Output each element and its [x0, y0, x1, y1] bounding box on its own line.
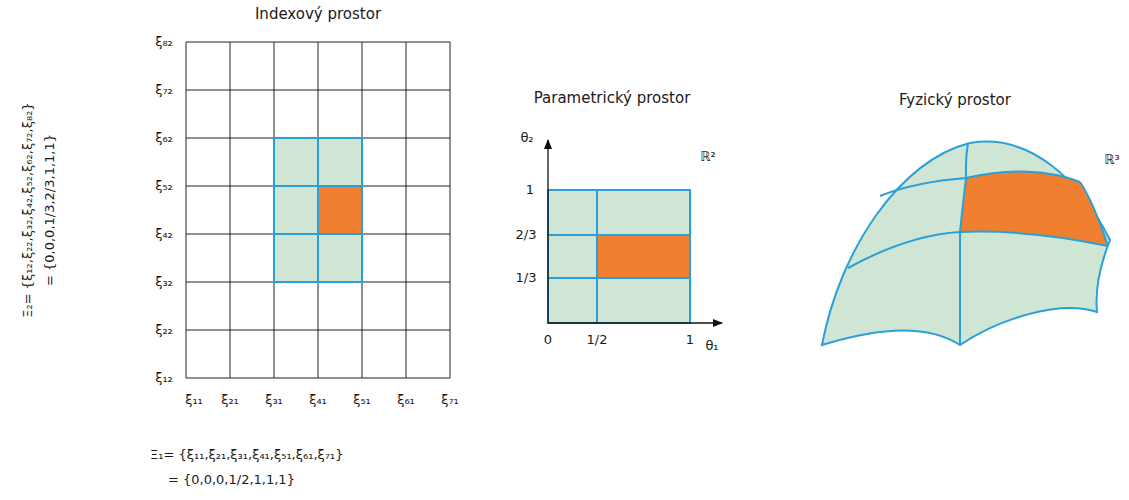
knot-label: ξ₁₂	[155, 370, 173, 386]
knot-label: ξ₄₂	[155, 226, 173, 242]
knot-vector: Ξ₂= {ξ₁₂,ξ₂₂,ξ₃₂,ξ₄₂,ξ₅₂,ξ₆₂,ξ₇₂,ξ₈₂}	[20, 102, 36, 317]
tick-label: 1/2	[587, 332, 608, 348]
grid-line	[230, 42, 231, 378]
parametric-mesh	[548, 190, 690, 323]
support-outline	[274, 138, 362, 282]
knot-label: ξ₁₁	[185, 392, 203, 408]
physical-surface	[822, 142, 1110, 345]
space-symbol: ℝ²	[700, 149, 716, 165]
grid-line	[186, 186, 450, 187]
element-cell	[318, 186, 362, 234]
grid-line	[186, 234, 450, 235]
knot-vector: Ξ₁= {ξ₁₁,ξ₂₁,ξ₃₁,ξ₄₁,ξ₅₁,ξ₆₁,ξ₇₁}	[150, 447, 344, 463]
knot-label: ξ₆₂	[155, 130, 173, 146]
knot-vector: = {0,0,0,1/3,2/3,1,1,1}	[42, 134, 58, 286]
knot-label: ξ₅₂	[155, 178, 173, 194]
grid-line	[450, 42, 451, 378]
axes	[548, 140, 722, 323]
knot-label: ξ₂₂	[155, 322, 173, 338]
grid-line	[318, 42, 319, 378]
panel-title: Parametrický prostor	[534, 89, 691, 107]
grid-line	[186, 42, 187, 378]
knot-label: ξ₂₁	[221, 392, 239, 408]
knot-label: ξ₇₁	[441, 392, 459, 408]
axis-label: θ₂	[520, 130, 533, 146]
knot-label: ξ₈₂	[155, 34, 173, 50]
parametric-domain	[548, 190, 690, 323]
grid-line	[186, 378, 450, 379]
knot-label: ξ₄₁	[309, 392, 327, 408]
grid-line	[406, 42, 407, 378]
tick-label: 2/3	[516, 227, 537, 243]
axis-label: θ₁	[705, 338, 718, 354]
panel-title: Indexový prostor	[255, 5, 381, 23]
tick-label: 0	[544, 332, 552, 348]
knot-label: ξ₃₂	[155, 274, 173, 290]
tick-label: 1/3	[516, 270, 537, 286]
grid-line	[186, 330, 450, 331]
knot-vector: = {0,0,0,1/2,1,1,1}	[168, 472, 295, 488]
panel-title: Fyzický prostor	[899, 91, 1011, 109]
element-cell	[597, 235, 690, 278]
knot-label: ξ₃₁	[265, 392, 283, 408]
grid-line	[186, 42, 450, 43]
tick-label: 1	[526, 182, 534, 198]
space-symbol: ℝ³	[1104, 152, 1120, 168]
grid-line	[186, 90, 450, 91]
index-grid	[186, 42, 450, 378]
tick-label: 1	[686, 332, 694, 348]
knot-label: ξ₆₁	[397, 392, 415, 408]
support-region	[274, 138, 362, 282]
knot-label: ξ₇₂	[155, 82, 173, 98]
knot-label: ξ₅₁	[353, 392, 371, 408]
